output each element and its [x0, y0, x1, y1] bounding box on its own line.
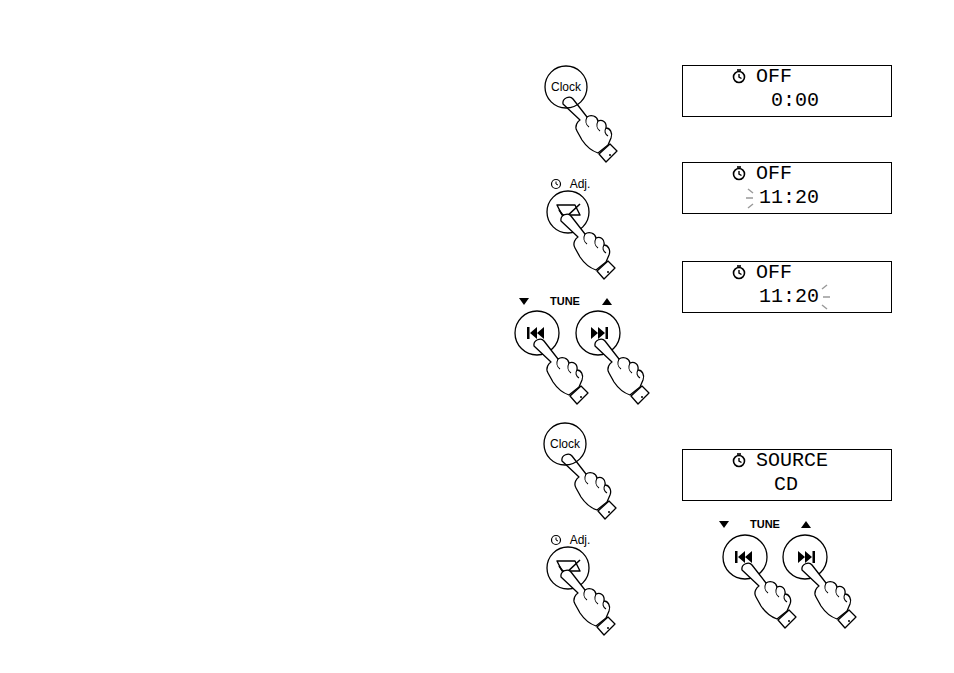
clock-symbol: [734, 454, 745, 467]
display-readout: OFF: [756, 262, 792, 284]
lcd-display: OFF0:00: [682, 65, 892, 117]
button-label: Clock: [551, 80, 581, 94]
down-triangle: [519, 298, 529, 305]
button-circle: [544, 423, 586, 465]
display-readout: 11:20: [759, 286, 819, 308]
down-triangle: [719, 521, 729, 528]
adjust-label: Adj.: [570, 533, 591, 547]
clock-button: Clock: [543, 422, 587, 466]
tune-label: TUNE: [550, 294, 580, 308]
display-readout: OFF: [756, 66, 792, 88]
display-readout: 11:20: [759, 187, 819, 209]
pressing-hand: [561, 214, 615, 279]
timer-symbol: [552, 180, 561, 189]
display-readout: 0:00: [771, 90, 819, 112]
clock-button: Clock: [544, 65, 588, 109]
lcd-display: SOURCECD: [682, 449, 892, 501]
pressing-hand: [534, 339, 588, 404]
pressing-hand: [742, 563, 796, 628]
tune-label: TUNE: [750, 517, 780, 531]
lcd-display: OFF11:20: [682, 162, 892, 214]
pressing-hand: [561, 570, 615, 635]
up-triangle: [602, 298, 612, 305]
next-symbol: [591, 327, 608, 339]
pressing-hand: [595, 339, 649, 404]
previous-symbol: [527, 327, 544, 339]
flash-marks: [822, 285, 830, 309]
up-triangle: [801, 521, 811, 528]
lcd-display: OFF11:20: [682, 261, 892, 313]
clock-symbol: [734, 70, 745, 83]
display-readout: CD: [774, 474, 798, 496]
flash-marks: [746, 189, 753, 208]
timer-symbol: [552, 536, 561, 545]
previous-symbol: [735, 551, 752, 563]
pressing-hand: [802, 563, 856, 628]
button-label: Clock: [550, 437, 580, 451]
adjust-label: Adj.: [570, 177, 591, 191]
next-symbol: [798, 551, 815, 563]
display-readout: OFF: [756, 163, 792, 185]
display-readout: SOURCE: [756, 450, 828, 472]
clock-symbol: [734, 266, 745, 279]
clock-symbol: [734, 167, 745, 180]
button-circle: [545, 66, 587, 108]
